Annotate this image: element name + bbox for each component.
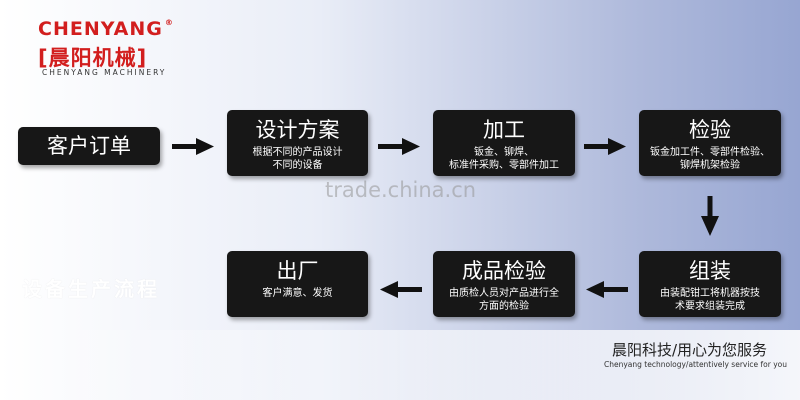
step-desc-line: 术要求组装完成	[675, 301, 745, 312]
arrow-down-icon	[701, 196, 719, 236]
step-final-inspection: 成品检验 由质检人员对产品进行全 方面的检验	[433, 251, 575, 317]
registered-mark: ®	[164, 18, 174, 27]
logo-subtitle: CHENYANG MACHINERY	[42, 68, 167, 77]
step-desc-line: 方面的检验	[479, 301, 529, 312]
step-title: 客户订单	[47, 134, 131, 158]
flow-title: 设备生产流程	[22, 277, 160, 301]
step-desc-line: 不同的设备	[272, 160, 323, 171]
step-customer-order: 客户订单	[18, 127, 160, 165]
step-processing: 加工 钣金、铆焊、 标准件采购、零部件加工	[433, 110, 575, 176]
step-desc-line: 根据不同的产品设计	[252, 147, 343, 158]
step-title: 加工	[483, 118, 525, 142]
step-title: 检验	[689, 118, 731, 142]
arrow-right-icon	[378, 138, 420, 155]
step-shipment: 出厂 客户满意、发货	[227, 251, 368, 317]
step-design: 设计方案 根据不同的产品设计 不同的设备	[227, 110, 368, 176]
step-title: 组装	[689, 259, 731, 283]
step-desc-line: 标准件采购、零部件加工	[449, 160, 559, 171]
step-title: 设计方案	[255, 118, 340, 142]
step-desc-line: 客户满意、发货	[262, 288, 333, 299]
step-desc-line: 钣金、铆焊、	[474, 147, 534, 158]
arrow-right-icon	[172, 138, 214, 155]
step-desc-line: 由质检人员对产品进行全	[449, 288, 559, 299]
step-desc-line: 由装配钳工将机器按技	[660, 288, 760, 299]
step-assembly: 组装 由装配钳工将机器按技 术要求组装完成	[639, 251, 781, 317]
watermark: trade.china.cn	[325, 178, 477, 202]
slogan-cn: 晨阳科技/用心为您服务	[612, 341, 768, 359]
step-title: 出厂	[276, 259, 319, 283]
brand-logo: CHENYANG® [晨阳机械] CHENYANG MACHINERY	[38, 18, 178, 77]
step-inspection: 检验 钣金加工件、零部件检验、 铆焊机架检验	[639, 110, 781, 176]
step-desc-line: 钣金加工件、零部件检验、	[650, 147, 770, 158]
arrow-left-icon	[586, 281, 628, 298]
logo-brand-cn: [晨阳机械]	[38, 46, 148, 70]
arrow-right-icon	[584, 138, 626, 155]
step-desc-line: 铆焊机架检验	[680, 160, 740, 171]
arrow-left-icon	[380, 281, 422, 298]
step-title: 成品检验	[462, 259, 546, 283]
background-band	[0, 330, 800, 400]
logo-brand-en: CHENYANG®	[38, 18, 174, 40]
slogan-en: Chenyang technology/attentively service …	[604, 360, 788, 369]
